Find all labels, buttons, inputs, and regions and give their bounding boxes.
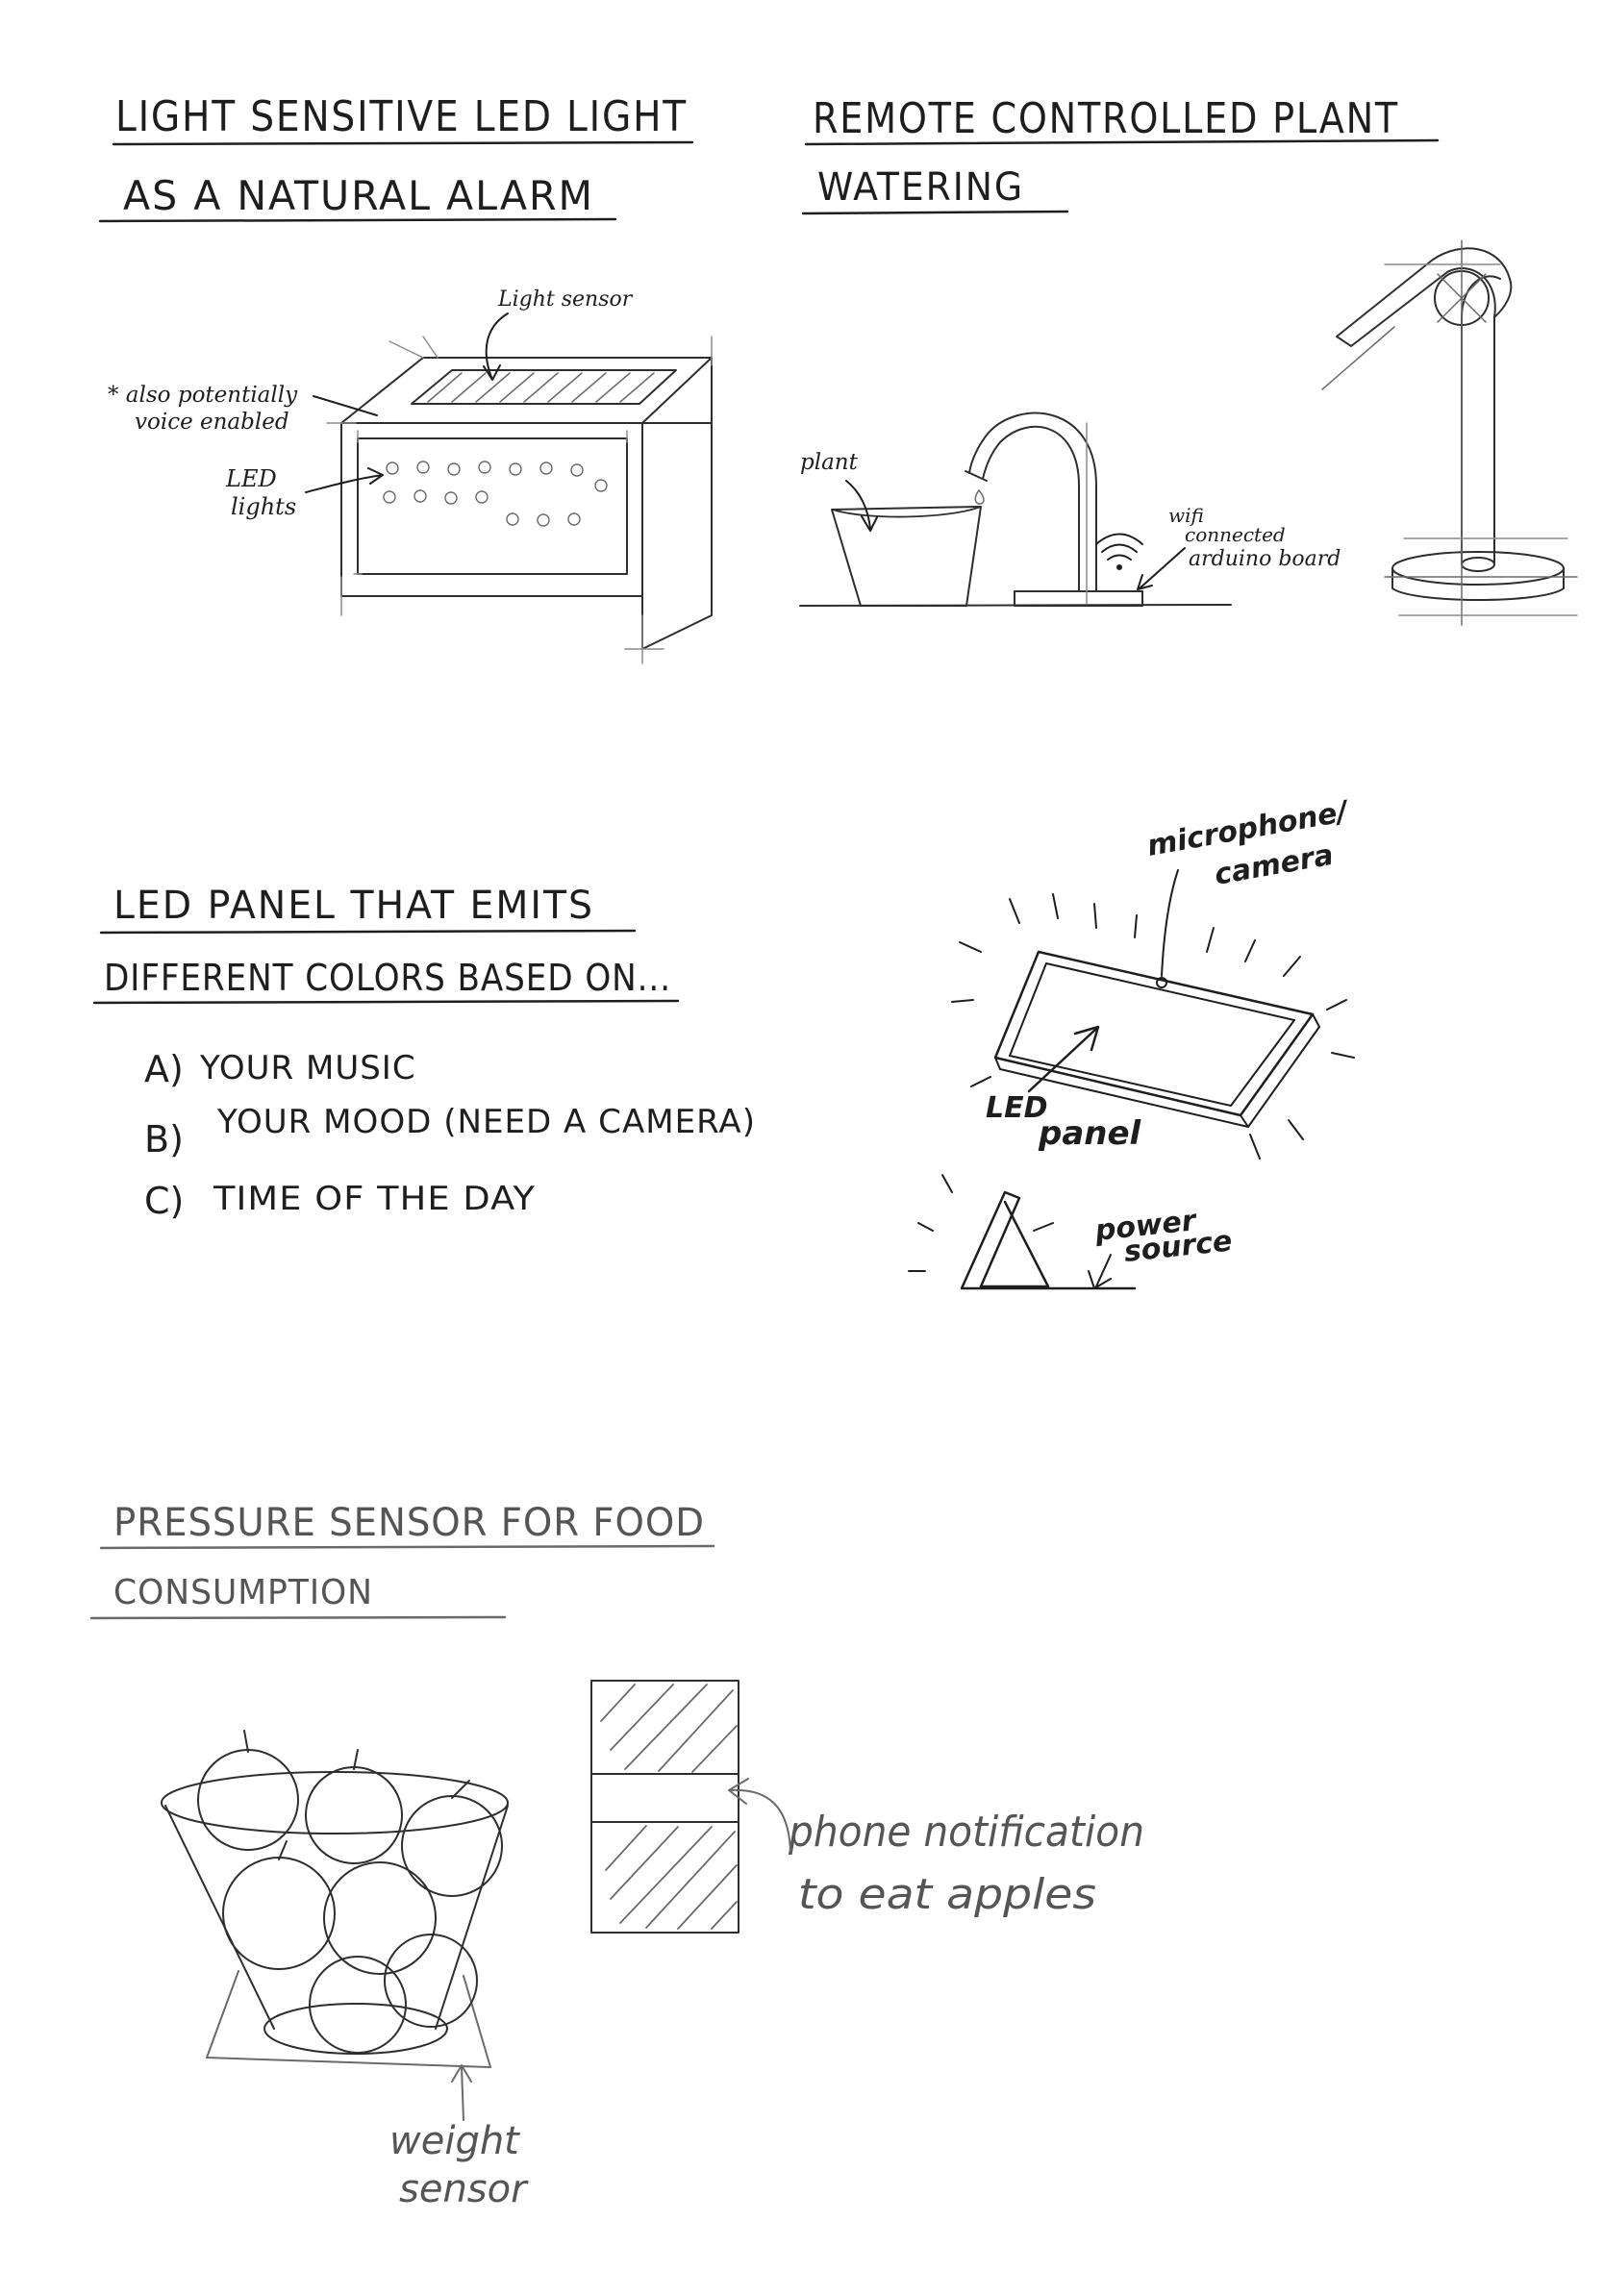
note-voice-line2: voice enabled bbox=[135, 410, 289, 435]
label-wifi-line2: connected bbox=[1185, 523, 1286, 546]
list-item-b-text: YOUR MOOD (NEED A CAMERA) bbox=[216, 1103, 756, 1141]
label-weight-line2: sensor bbox=[399, 2167, 529, 2211]
list-item-c-text: TIME OF THE DAY bbox=[213, 1180, 536, 1218]
label-light-sensor: Light sensor bbox=[497, 287, 634, 312]
label-wifi-line3: arduino board bbox=[1189, 547, 1341, 571]
list-item-a-text: YOUR MUSIC bbox=[199, 1049, 416, 1087]
label-led-panel-line2: panel bbox=[1038, 1114, 1142, 1153]
list-item-c-marker: C) bbox=[144, 1180, 184, 1222]
sketch4-title-line1: PRESSURE SENSOR FOR FOOD bbox=[113, 1501, 705, 1545]
sketch3-title-line2: DIFFERENT COLORS BASED ON... bbox=[104, 957, 671, 999]
sketch1-title-line2: AS A NATURAL ALARM bbox=[123, 172, 594, 219]
sketch1-title-line1: LIGHT SENSITIVE LED LIGHT bbox=[115, 92, 688, 141]
note-voice-line1: * also potentially bbox=[108, 383, 298, 408]
sketch2-title-line2: WATERING bbox=[817, 165, 1024, 210]
list-item-a-marker: A) bbox=[144, 1048, 184, 1090]
label-weight-line1: weight bbox=[389, 2119, 520, 2163]
list-item-b-marker: B) bbox=[144, 1118, 184, 1160]
title-underline bbox=[91, 1617, 505, 1618]
label-led-lights-line2: lights bbox=[231, 493, 296, 520]
label-phone-line2: to eat apples bbox=[798, 1870, 1096, 1919]
sketch3-title-line1: LED PANEL THAT EMITS bbox=[113, 884, 594, 928]
sketch4-title-line2: CONSUMPTION bbox=[113, 1573, 373, 1612]
label-plant: plant bbox=[800, 450, 859, 475]
sketch2-title-line1: REMOTE CONTROLLED PLANT bbox=[813, 94, 1399, 143]
label-led-lights-line1: LED bbox=[225, 465, 277, 492]
label-phone-line1: phone notification bbox=[788, 1808, 1144, 1857]
